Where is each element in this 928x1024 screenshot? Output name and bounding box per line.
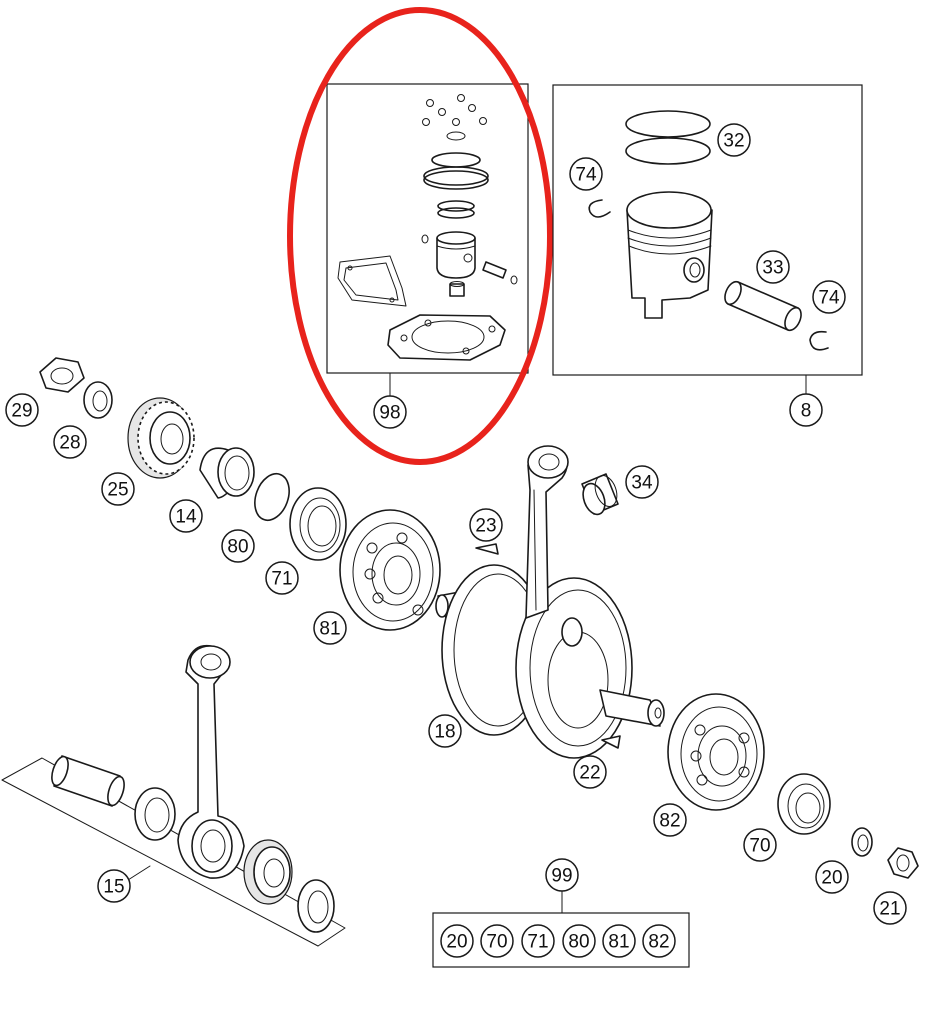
washer-28 — [83, 381, 113, 419]
svg-text:20: 20 — [821, 868, 842, 889]
svg-text:29: 29 — [11, 401, 32, 422]
kit-99-item[interactable]: 81 — [602, 924, 636, 958]
svg-text:74: 74 — [575, 165, 597, 186]
svg-text:22: 22 — [579, 763, 600, 784]
svg-text:20: 20 — [446, 932, 467, 953]
highlight-ellipse — [287, 7, 553, 465]
svg-text:32: 32 — [723, 131, 744, 152]
kit-99-item[interactable]: 82 — [642, 924, 676, 958]
svg-text:74: 74 — [818, 288, 840, 309]
kit-99-item[interactable]: 80 — [562, 924, 596, 958]
kit-98-piston-rings — [437, 200, 475, 219]
svg-text:99: 99 — [551, 866, 572, 887]
oring-80 — [254, 472, 290, 522]
svg-text:21: 21 — [879, 899, 900, 920]
conrod-kit-15 — [1, 644, 346, 947]
callout-23[interactable]: 23 — [469, 508, 503, 542]
callout-18[interactable]: 18 — [428, 714, 462, 748]
kit-98-box — [326, 83, 529, 397]
svg-text:8: 8 — [801, 401, 812, 422]
piston-assembly-box — [552, 84, 863, 397]
piston-body — [626, 191, 713, 319]
bearing-14 — [199, 447, 255, 499]
crankshaft-18 — [435, 445, 665, 759]
svg-text:80: 80 — [568, 932, 589, 953]
needle-bearing-34 — [581, 473, 619, 516]
callout-71[interactable]: 71 — [265, 561, 299, 595]
svg-text:82: 82 — [659, 811, 680, 832]
callout-32[interactable]: 32 — [717, 123, 751, 157]
callout-8[interactable]: 8 — [789, 393, 823, 427]
nut-21 — [887, 847, 919, 879]
callout-15[interactable]: 15 — [97, 869, 131, 903]
svg-text:81: 81 — [608, 932, 629, 953]
callout-82[interactable]: 82 — [653, 803, 687, 837]
callout-99[interactable]: 99 — [545, 858, 579, 892]
washer-20 — [851, 827, 873, 857]
svg-text:70: 70 — [486, 932, 507, 953]
callout-28[interactable]: 28 — [53, 425, 87, 459]
kit-98-piston — [421, 231, 476, 279]
kit-98-piston-pin — [482, 261, 518, 285]
bearing-82 — [667, 693, 765, 811]
svg-text:82: 82 — [648, 932, 669, 953]
svg-text:18: 18 — [434, 722, 455, 743]
kit-99-box — [432, 889, 690, 968]
callout-81[interactable]: 81 — [313, 611, 347, 645]
bearing-81 — [339, 509, 441, 631]
svg-text:15: 15 — [103, 877, 124, 898]
callout-74-right[interactable]: 74 — [812, 280, 846, 314]
seal-70 — [777, 773, 831, 835]
seal-71 — [289, 487, 347, 561]
callout-98[interactable]: 98 — [373, 395, 407, 429]
callout-14[interactable]: 14 — [169, 499, 203, 533]
kit-98-reed-gasket — [337, 255, 407, 307]
circlip-74-right — [809, 330, 829, 351]
callout-74-left[interactable]: 74 — [569, 157, 603, 191]
kit-98-cylinder-base-gasket — [387, 314, 506, 361]
kit-99-item[interactable]: 71 — [521, 924, 555, 958]
svg-text:28: 28 — [59, 433, 80, 454]
kit-98-small-seals — [422, 94, 487, 141]
svg-text:71: 71 — [527, 932, 548, 953]
kit-98-needle-bearing — [449, 281, 465, 297]
svg-text:25: 25 — [107, 480, 128, 501]
svg-text:14: 14 — [175, 507, 197, 528]
callout-21[interactable]: 21 — [873, 891, 907, 925]
woodruff-key-23 — [475, 543, 499, 555]
svg-text:34: 34 — [631, 473, 653, 494]
piston-rings-32 — [625, 110, 711, 165]
callout-22[interactable]: 22 — [573, 755, 607, 789]
callout-34[interactable]: 34 — [625, 465, 659, 499]
circlip-74-left — [588, 199, 611, 218]
callout-29[interactable]: 29 — [5, 393, 39, 427]
callout-80[interactable]: 80 — [221, 529, 255, 563]
kit-99-item[interactable]: 70 — [480, 924, 514, 958]
nut-29 — [39, 357, 85, 393]
svg-text:23: 23 — [475, 516, 496, 537]
svg-text:71: 71 — [271, 569, 292, 590]
svg-text:98: 98 — [379, 403, 400, 424]
kit-99-item[interactable]: 20 — [440, 924, 474, 958]
svg-text:33: 33 — [762, 258, 783, 279]
callout-20[interactable]: 20 — [815, 860, 849, 894]
svg-text:70: 70 — [749, 836, 770, 857]
callout-33[interactable]: 33 — [756, 250, 790, 284]
svg-text:80: 80 — [227, 537, 248, 558]
svg-text:81: 81 — [319, 619, 340, 640]
callout-70[interactable]: 70 — [743, 828, 777, 862]
gear-25 — [127, 397, 195, 479]
callout-25[interactable]: 25 — [101, 472, 135, 506]
kit-98-cylinder-orings — [423, 152, 489, 190]
piston-pin-33 — [724, 280, 802, 332]
woodruff-key-22 — [601, 735, 621, 749]
